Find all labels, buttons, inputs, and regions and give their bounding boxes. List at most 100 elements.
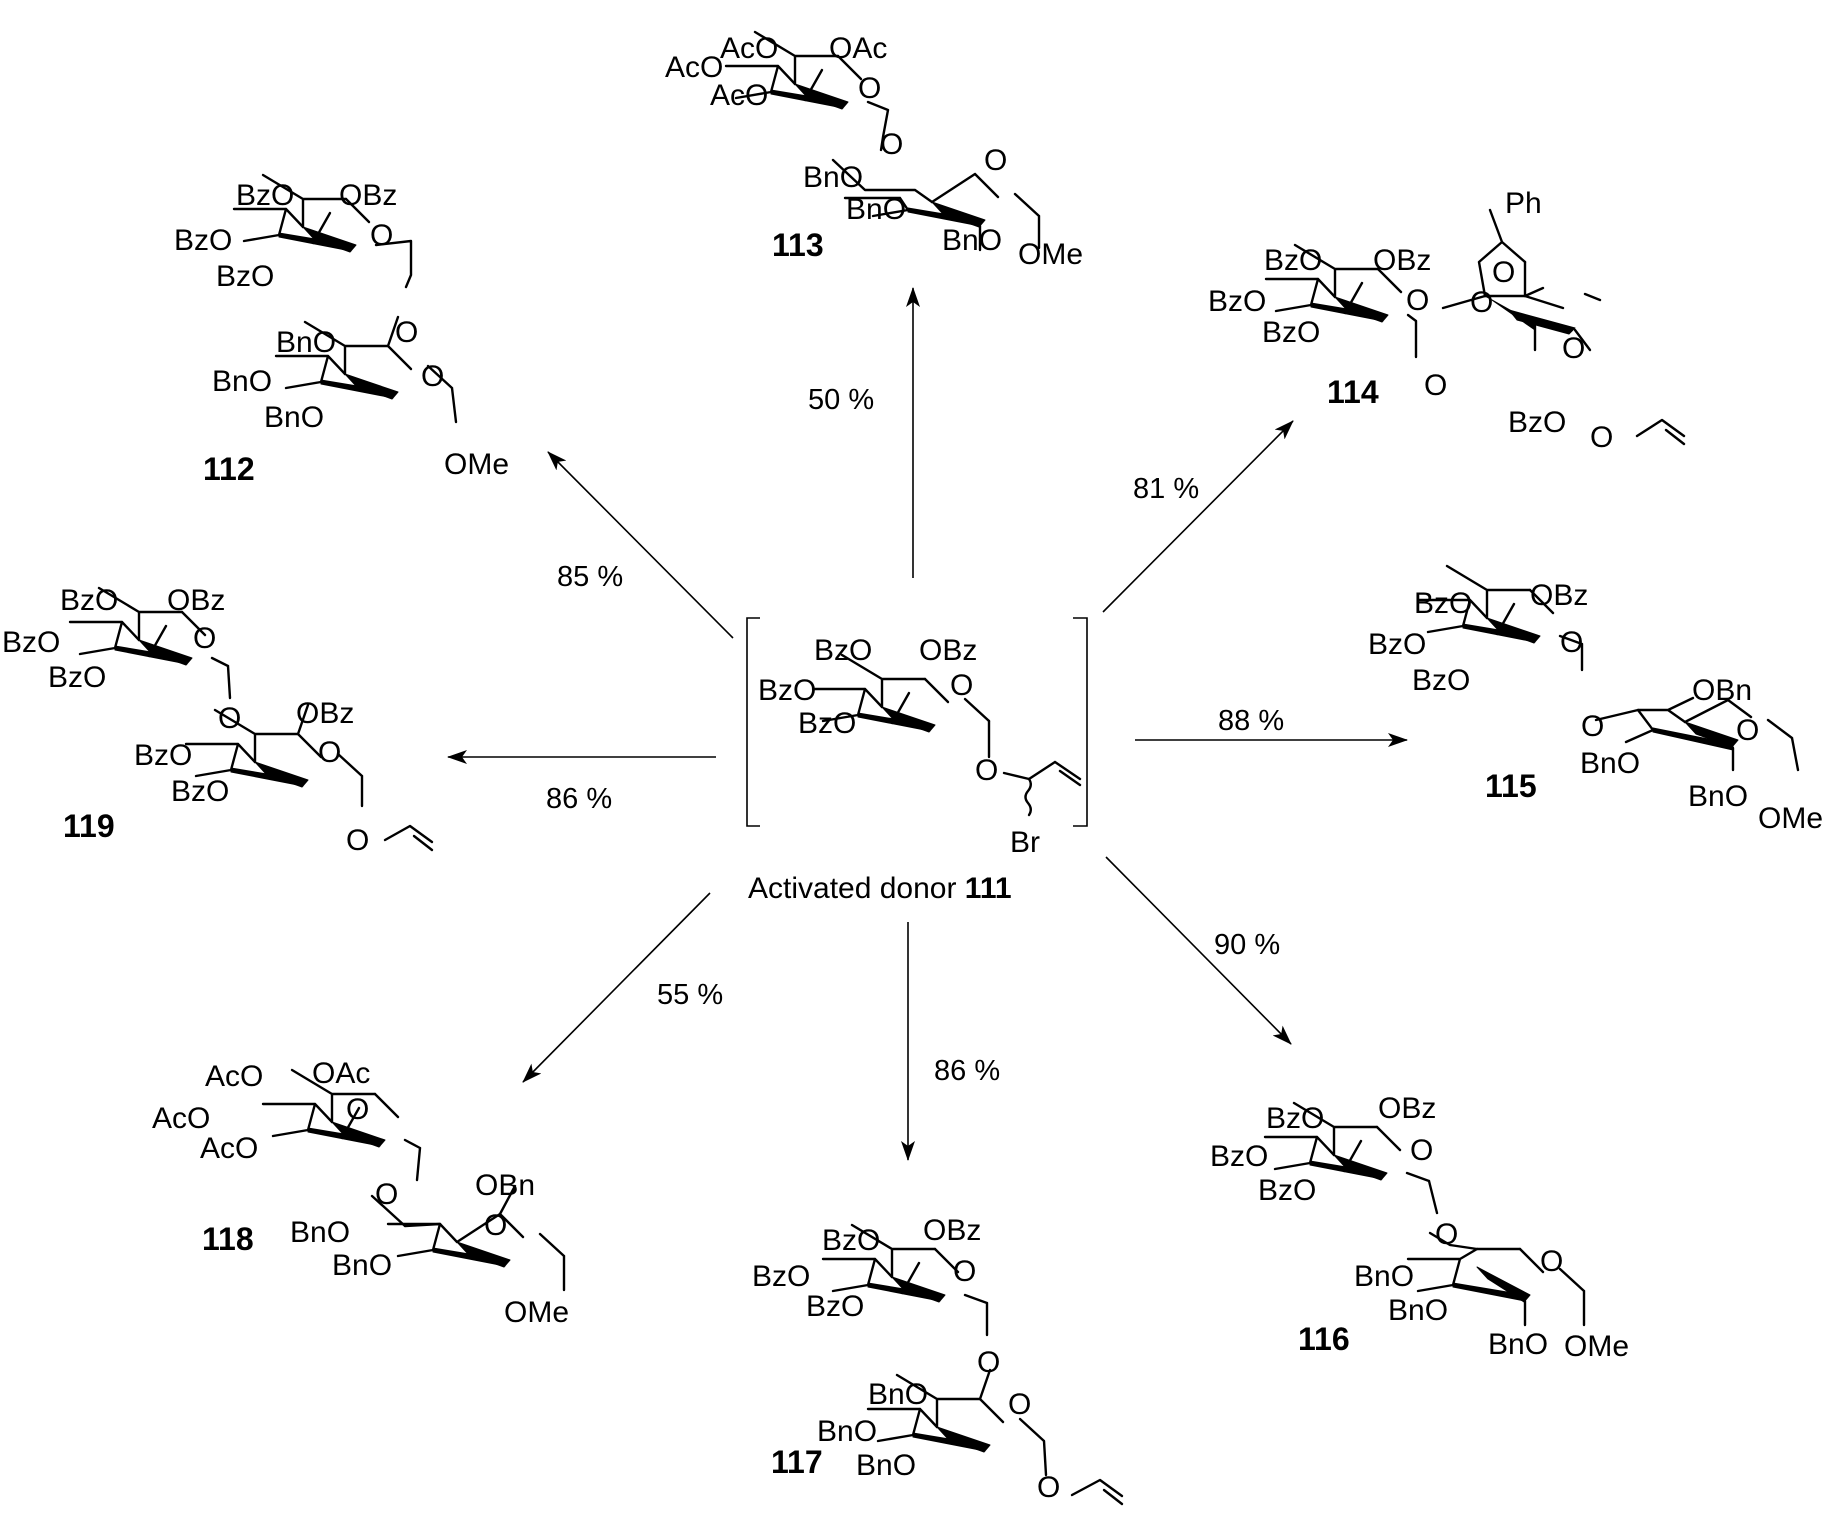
- 116-o3: BzO: [1258, 1174, 1316, 1207]
- 115-a2: BnO: [1688, 780, 1748, 813]
- 112-a4: BnO: [212, 365, 272, 398]
- 117-link-o: O: [977, 1346, 1000, 1379]
- 114-acetal-o-1: O: [1492, 256, 1515, 289]
- 114-ring-o-1: O: [1406, 284, 1429, 317]
- 118-a4: BnO: [290, 1216, 350, 1249]
- 114-ph: Ph: [1505, 187, 1542, 220]
- left-bracket: [746, 617, 760, 827]
- product-119: BzO OBz BzO BzO O OBz O BzO O BzO O 119: [2, 584, 434, 857]
- 115-link-o: O: [1581, 710, 1604, 743]
- yield-118: 55 %: [657, 979, 723, 1011]
- compound-number-113: 113: [772, 227, 824, 263]
- 112-a6: BnO: [276, 326, 336, 359]
- 118-o3: AcO: [200, 1132, 258, 1165]
- 113-ome: OMe: [1018, 238, 1083, 271]
- 118-o6: AcO: [205, 1060, 263, 1093]
- yield-112: 85 %: [557, 561, 623, 593]
- donor-caption-prefix: Activated donor: [748, 872, 965, 905]
- product-114: Ph BzO OBz BzO BzO O O O O O BzO O 114: [1208, 187, 1686, 454]
- donor-bromine-label: Br: [1010, 826, 1040, 859]
- 115-a3: BnO: [1580, 747, 1640, 780]
- 112-o2: OBz: [339, 179, 397, 212]
- compound-number-118: 118: [202, 1221, 254, 1257]
- 119-a3: BzO: [171, 775, 229, 808]
- 117-a4: BnO: [817, 1415, 877, 1448]
- 119-o6: BzO: [60, 584, 118, 617]
- 112-link-o: O: [395, 316, 418, 349]
- 119-o2: OBz: [167, 584, 225, 617]
- 119-ring-o-2: O: [318, 736, 341, 769]
- 117-o3: BzO: [806, 1290, 864, 1323]
- 114-acetal-o-2: O: [1470, 286, 1493, 319]
- 117-o2: OBz: [923, 1214, 981, 1247]
- 113-a2: BnO: [942, 224, 1002, 257]
- 119-a4: BzO: [134, 739, 192, 772]
- 114-o6: BzO: [1264, 244, 1322, 277]
- arrow-to-112: [547, 451, 734, 639]
- 114-o3: BzO: [1262, 316, 1320, 349]
- compound-number-116: 116: [1298, 1321, 1350, 1357]
- 114-allyl-o: O: [1590, 421, 1613, 454]
- compound-number-115: 115: [1485, 768, 1537, 804]
- product-115: BzO OBz BzO BzO O OBn O O BnO BnO OMe 11…: [1368, 564, 1823, 835]
- arrow-to-116: [1105, 856, 1292, 1045]
- 113-o4: AcO: [665, 51, 723, 84]
- 115-ring-o-2: O: [1736, 714, 1759, 747]
- product-118: AcO OAc AcO AcO O O OBn BnO O BnO OMe 11…: [152, 1057, 569, 1329]
- 112-ring-o-1: O: [370, 219, 393, 252]
- 117-ring-o-2: O: [1008, 1388, 1031, 1421]
- product-117: BzO OBz BzO BzO O O BnO O BnO BnO O 117: [752, 1214, 1124, 1506]
- 113-a3: BnO: [846, 193, 906, 226]
- yield-113: 50 %: [808, 384, 874, 416]
- yield-119: 86 %: [546, 783, 612, 815]
- 119-o4: BzO: [2, 626, 60, 659]
- 118-a3: BnO: [332, 1249, 392, 1282]
- 114-o2: OBz: [1373, 244, 1431, 277]
- 118-o4: AcO: [152, 1102, 210, 1135]
- 119-a2: OBz: [296, 697, 354, 730]
- 113-o2: OAc: [829, 32, 887, 65]
- 114-o4: BzO: [1208, 285, 1266, 318]
- 116-ring-o-1: O: [1410, 1134, 1433, 1167]
- 119-link-o: O: [218, 702, 241, 735]
- donor-ring-oxygen: O: [950, 669, 973, 702]
- 116-o4: BzO: [1210, 1140, 1268, 1173]
- 113-o3: AcO: [710, 79, 768, 112]
- right-bracket: [1073, 617, 1088, 827]
- 116-ring-o-2: O: [1540, 1245, 1563, 1278]
- 118-ring-o-2: O: [484, 1209, 507, 1242]
- 116-a3: BnO: [1388, 1294, 1448, 1327]
- 117-a6: BnO: [868, 1378, 928, 1411]
- 114-link-o: O: [1424, 369, 1447, 402]
- donor-caption: Activated donor 111: [748, 872, 1012, 905]
- 119-allyl-o: O: [346, 824, 369, 857]
- 115-o3: BzO: [1412, 664, 1470, 697]
- 117-a3: BnO: [856, 1449, 916, 1482]
- 119-ring-o-1: O: [193, 622, 216, 655]
- 114-a2: BzO: [1508, 406, 1566, 439]
- compound-number-119: 119: [63, 808, 115, 844]
- donor-number: 111: [965, 872, 1012, 905]
- 113-o6: AcO: [720, 32, 778, 65]
- 112-ome: OMe: [444, 448, 509, 481]
- 117-o6: BzO: [822, 1224, 880, 1257]
- donor-anomeric-oxygen: O: [975, 754, 998, 787]
- donor-o4-label: BzO: [758, 674, 816, 707]
- 115-ome: OMe: [1758, 802, 1823, 835]
- yield-116: 90 %: [1214, 929, 1280, 961]
- 117-ring-o-1: O: [953, 1255, 976, 1288]
- 112-o4: BzO: [174, 224, 232, 257]
- product-112: BzO OBz BzO BzO O O BnO BnO BnO O OMe 11…: [174, 173, 509, 487]
- 116-a4: BnO: [1354, 1260, 1414, 1293]
- compound-number-112: 112: [203, 451, 255, 487]
- compound-number-117: 117: [771, 1444, 823, 1480]
- donor-o3-label: BzO: [798, 707, 856, 740]
- 112-o3: BzO: [216, 260, 274, 293]
- 115-a6: OBn: [1692, 674, 1752, 707]
- 113-link-o: O: [880, 128, 903, 161]
- 115-o4: BzO: [1368, 628, 1426, 661]
- 116-ome: OMe: [1564, 1330, 1629, 1363]
- 115-o6: BzO: [1414, 587, 1472, 620]
- 118-a2: OBn: [475, 1169, 535, 1202]
